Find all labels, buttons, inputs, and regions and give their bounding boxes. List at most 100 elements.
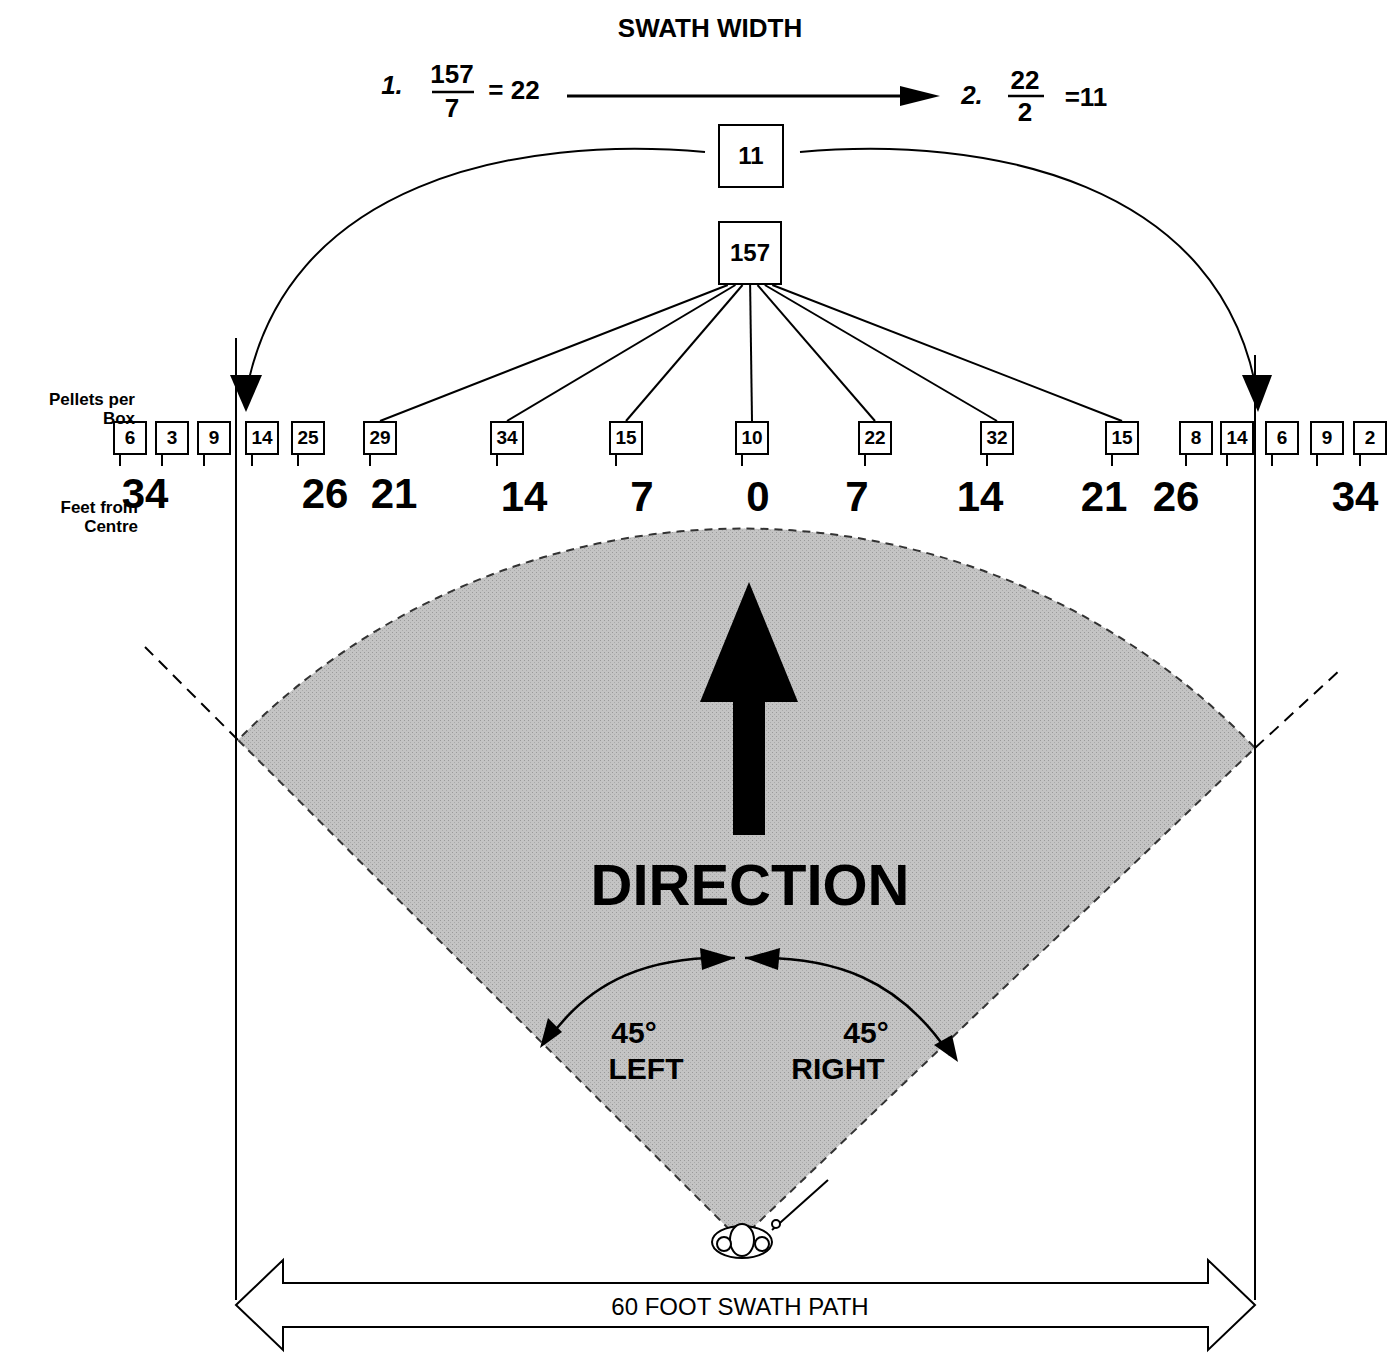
connector-line	[380, 285, 728, 421]
pellet-box: 15	[1105, 421, 1139, 455]
box-value: 25	[297, 427, 318, 449]
curved-arrow	[245, 149, 705, 400]
box-value: 34	[496, 427, 517, 449]
pellet-box: 9	[1310, 421, 1344, 455]
pellet-box: 25	[291, 421, 325, 455]
spread-fan	[238, 529, 1255, 1240]
tick-mark	[1185, 455, 1187, 466]
pellet-box: 29	[363, 421, 397, 455]
box-value: 2	[1365, 427, 1376, 449]
swath-boundary	[235, 338, 237, 1300]
swath-boundary	[1254, 355, 1256, 1300]
box-value: 32	[986, 427, 1007, 449]
box-value: 29	[369, 427, 390, 449]
pellet-box: 15	[609, 421, 643, 455]
box-value: 157	[730, 239, 770, 267]
pellet-box: 34	[490, 421, 524, 455]
pellet-box: 14	[1220, 421, 1254, 455]
angle-arc	[745, 958, 950, 1055]
box-value: 11	[738, 142, 763, 170]
distance-number: 7	[630, 474, 653, 520]
total-box: 157	[718, 221, 782, 285]
box-value: 10	[741, 427, 762, 449]
tick-mark	[741, 455, 743, 466]
diagram-label: RIGHT	[791, 1052, 884, 1085]
distance-number: 34	[122, 471, 169, 517]
pellet-box: 6	[1265, 421, 1299, 455]
box-value: 14	[1226, 427, 1247, 449]
formula-text: 2.	[961, 81, 983, 110]
connector-line	[750, 285, 752, 421]
fan-extension	[1255, 670, 1340, 748]
box-value: 6	[125, 427, 136, 449]
tick-mark	[203, 455, 205, 466]
box-value: 8	[1191, 427, 1202, 449]
tick-mark	[864, 455, 866, 466]
operator-figure	[712, 1180, 828, 1258]
distance-number: 21	[1081, 474, 1128, 520]
tick-mark	[251, 455, 253, 466]
formula-text: 22	[1011, 66, 1040, 95]
connector-line	[765, 285, 997, 421]
distance-number: 0	[746, 474, 769, 520]
distance-number: 26	[1153, 474, 1200, 520]
pellet-box: 10	[735, 421, 769, 455]
title: SWATH WIDTH	[618, 13, 802, 44]
fan-extension	[145, 647, 238, 740]
formula-text: 157	[430, 60, 473, 89]
direction-arrowhead	[700, 582, 798, 702]
arrowhead	[900, 86, 940, 106]
tick-mark	[1359, 455, 1361, 466]
tick-mark	[1316, 455, 1318, 466]
box-value: 9	[1322, 427, 1333, 449]
tick-mark	[1271, 455, 1273, 466]
pellet-box: 3	[155, 421, 189, 455]
curved-arrow	[800, 149, 1258, 400]
formula-text: 1.	[381, 71, 403, 100]
distance-number: 14	[501, 474, 548, 520]
pellet-box: 22	[858, 421, 892, 455]
diagram-label: DIRECTION	[591, 853, 910, 917]
box-value: 15	[1111, 427, 1132, 449]
diagram-label: LEFT	[609, 1052, 684, 1085]
total-box: 11	[718, 124, 784, 188]
distance-number: 14	[957, 474, 1004, 520]
distance-number: 21	[371, 471, 418, 517]
tick-mark	[1226, 455, 1228, 466]
distance-number: 34	[1332, 474, 1379, 520]
connector-line	[626, 285, 743, 421]
pellet-box: 2	[1353, 421, 1387, 455]
tick-mark	[119, 455, 121, 466]
axis-caption: Feet from Centre	[18, 499, 138, 536]
tick-mark	[297, 455, 299, 466]
direction-shaft	[733, 700, 765, 835]
pellet-box: 9	[197, 421, 231, 455]
tick-mark	[496, 455, 498, 466]
pellet-box: 32	[980, 421, 1014, 455]
connector-line	[772, 285, 1122, 421]
arrowhead	[230, 375, 262, 412]
box-value: 22	[864, 427, 885, 449]
formula-text: 7	[445, 94, 459, 123]
tick-mark	[1111, 455, 1113, 466]
pellet-box: 14	[245, 421, 279, 455]
box-value: 15	[615, 427, 636, 449]
distance-number: 7	[845, 474, 868, 520]
connector-line	[507, 285, 735, 421]
formula-text: =11	[1065, 83, 1108, 112]
distance-number: 26	[302, 471, 349, 517]
tick-mark	[369, 455, 371, 466]
flow-arrow	[567, 95, 905, 98]
swath-path-arrow	[236, 1260, 1255, 1350]
tick-mark	[161, 455, 163, 466]
diagram-label: 45°	[611, 1016, 656, 1049]
tick-mark	[986, 455, 988, 466]
box-value: 3	[167, 427, 178, 449]
diagram-label: 60 FOOT SWATH PATH	[611, 1294, 868, 1320]
pellet-box: 8	[1179, 421, 1213, 455]
box-value: 9	[209, 427, 220, 449]
formula-text: = 22	[488, 76, 539, 105]
